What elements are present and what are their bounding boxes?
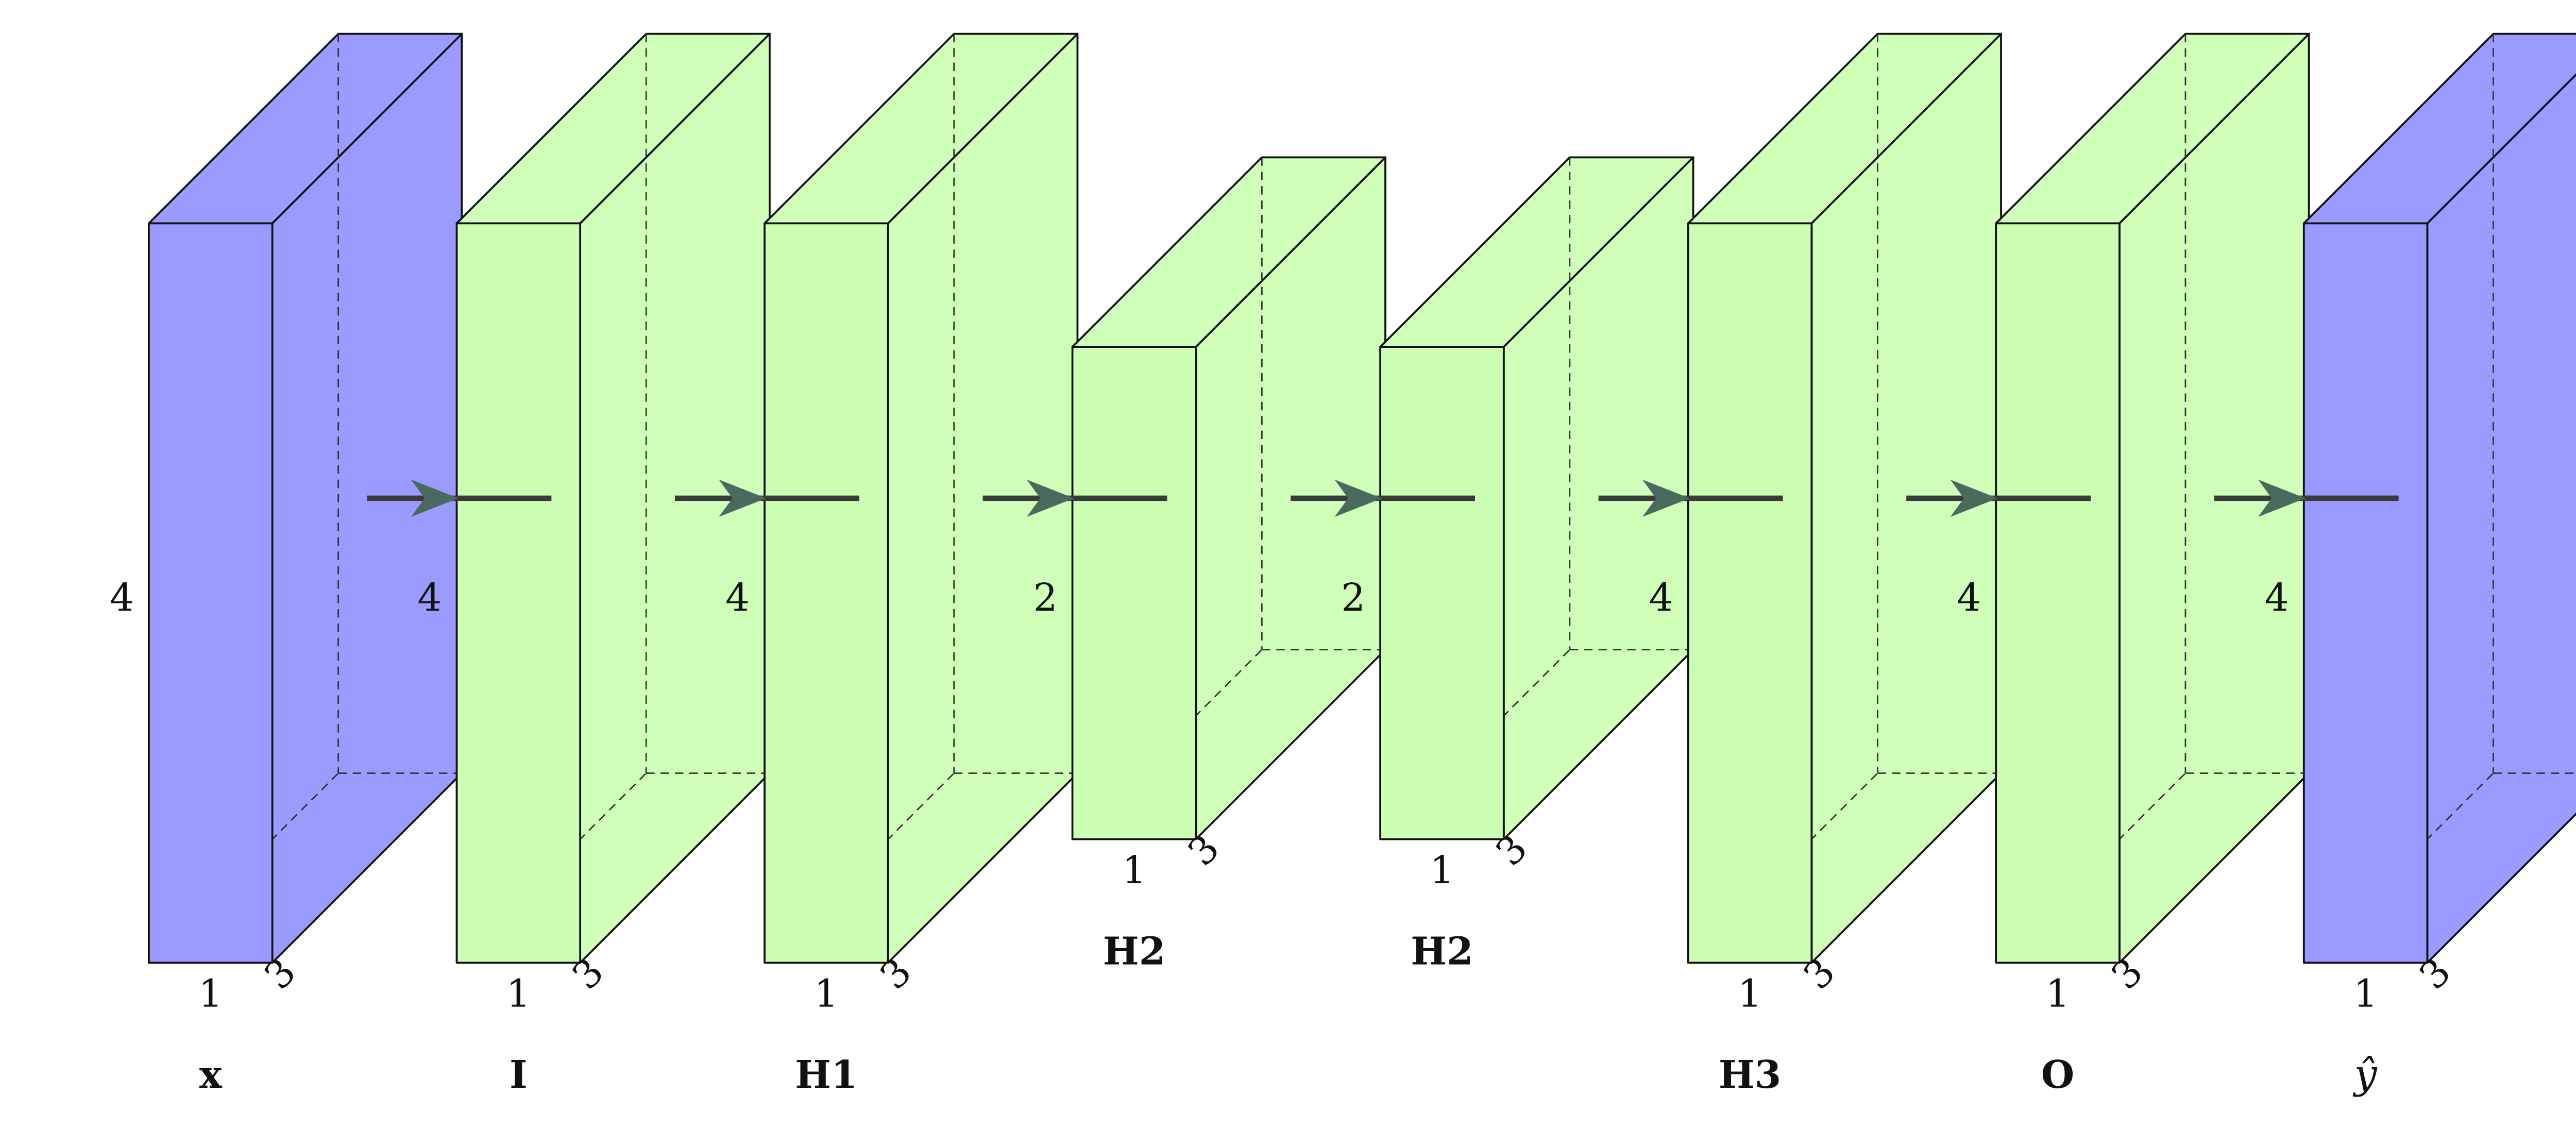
layer-H2b-height-label: 2 [1341, 576, 1365, 620]
arrow-head [1642, 479, 1690, 517]
layer-front-face [2302, 222, 2429, 964]
layer-H2b-width-label: 1 [1430, 848, 1454, 893]
connection-arrow [1291, 479, 1475, 517]
layer-H3-width-label: 1 [1738, 972, 1762, 1016]
layer-yhat-width-label: 1 [2353, 972, 2378, 1016]
layer-front-face [1687, 222, 1813, 964]
arrow-head [719, 479, 767, 517]
connection-arrow [1906, 479, 2091, 517]
layer-H1-width-label: 1 [814, 972, 838, 1016]
connection-arrow [982, 479, 1167, 517]
layer-front-face [455, 222, 582, 964]
layer-H3-name: H3 [1719, 1053, 1781, 1097]
arrow-head [1334, 479, 1382, 517]
connection-arrow [1598, 479, 1783, 517]
layer-front-face [1071, 346, 1197, 840]
layer-H1-name: H1 [795, 1053, 857, 1097]
layer-O-height-label: 4 [1957, 576, 1981, 620]
arrow-head [411, 479, 459, 517]
layer-H3-box [1687, 32, 2002, 964]
layer-H2a-width-label: 1 [1122, 848, 1146, 893]
layer-H2a-height-label: 2 [1033, 576, 1057, 620]
arrow-head [2258, 479, 2306, 517]
layer-x-name: x [199, 1053, 223, 1097]
layer-x-height-label: 4 [110, 576, 134, 620]
layer-H2a-box [1071, 156, 1386, 840]
layer-O-name: O [2041, 1053, 2074, 1097]
layer-H2a-name: H2 [1103, 929, 1165, 973]
connection-arrow [2214, 479, 2399, 517]
arrow-head [1950, 479, 1998, 517]
layer-I-name: I [510, 1053, 528, 1097]
layer-front-face [1995, 222, 2121, 964]
layer-front-face [764, 222, 889, 964]
layer-O-box [1995, 32, 2310, 964]
layer-x-box [148, 32, 463, 964]
layer-H3-height-label: 4 [1649, 576, 1673, 620]
arrow-head [1026, 479, 1074, 517]
layer-I-width-label: 1 [506, 972, 531, 1016]
layer-H2b-name: H2 [1411, 929, 1473, 973]
layer-front-face [148, 222, 274, 964]
layer-H1-height-label: 4 [725, 576, 750, 620]
connection-arrow [675, 479, 859, 517]
layer-yhat-box [2302, 32, 2576, 964]
layer-O-width-label: 1 [2045, 972, 2070, 1016]
layer-yhat-height-label: 4 [2265, 576, 2289, 620]
layer-front-face [1379, 346, 1505, 840]
layer-yhat-name: ŷ [2353, 1051, 2378, 1098]
layer-I-height-label: 4 [417, 576, 442, 620]
connection-arrow [367, 479, 552, 517]
layer-x-width-label: 1 [198, 972, 223, 1016]
